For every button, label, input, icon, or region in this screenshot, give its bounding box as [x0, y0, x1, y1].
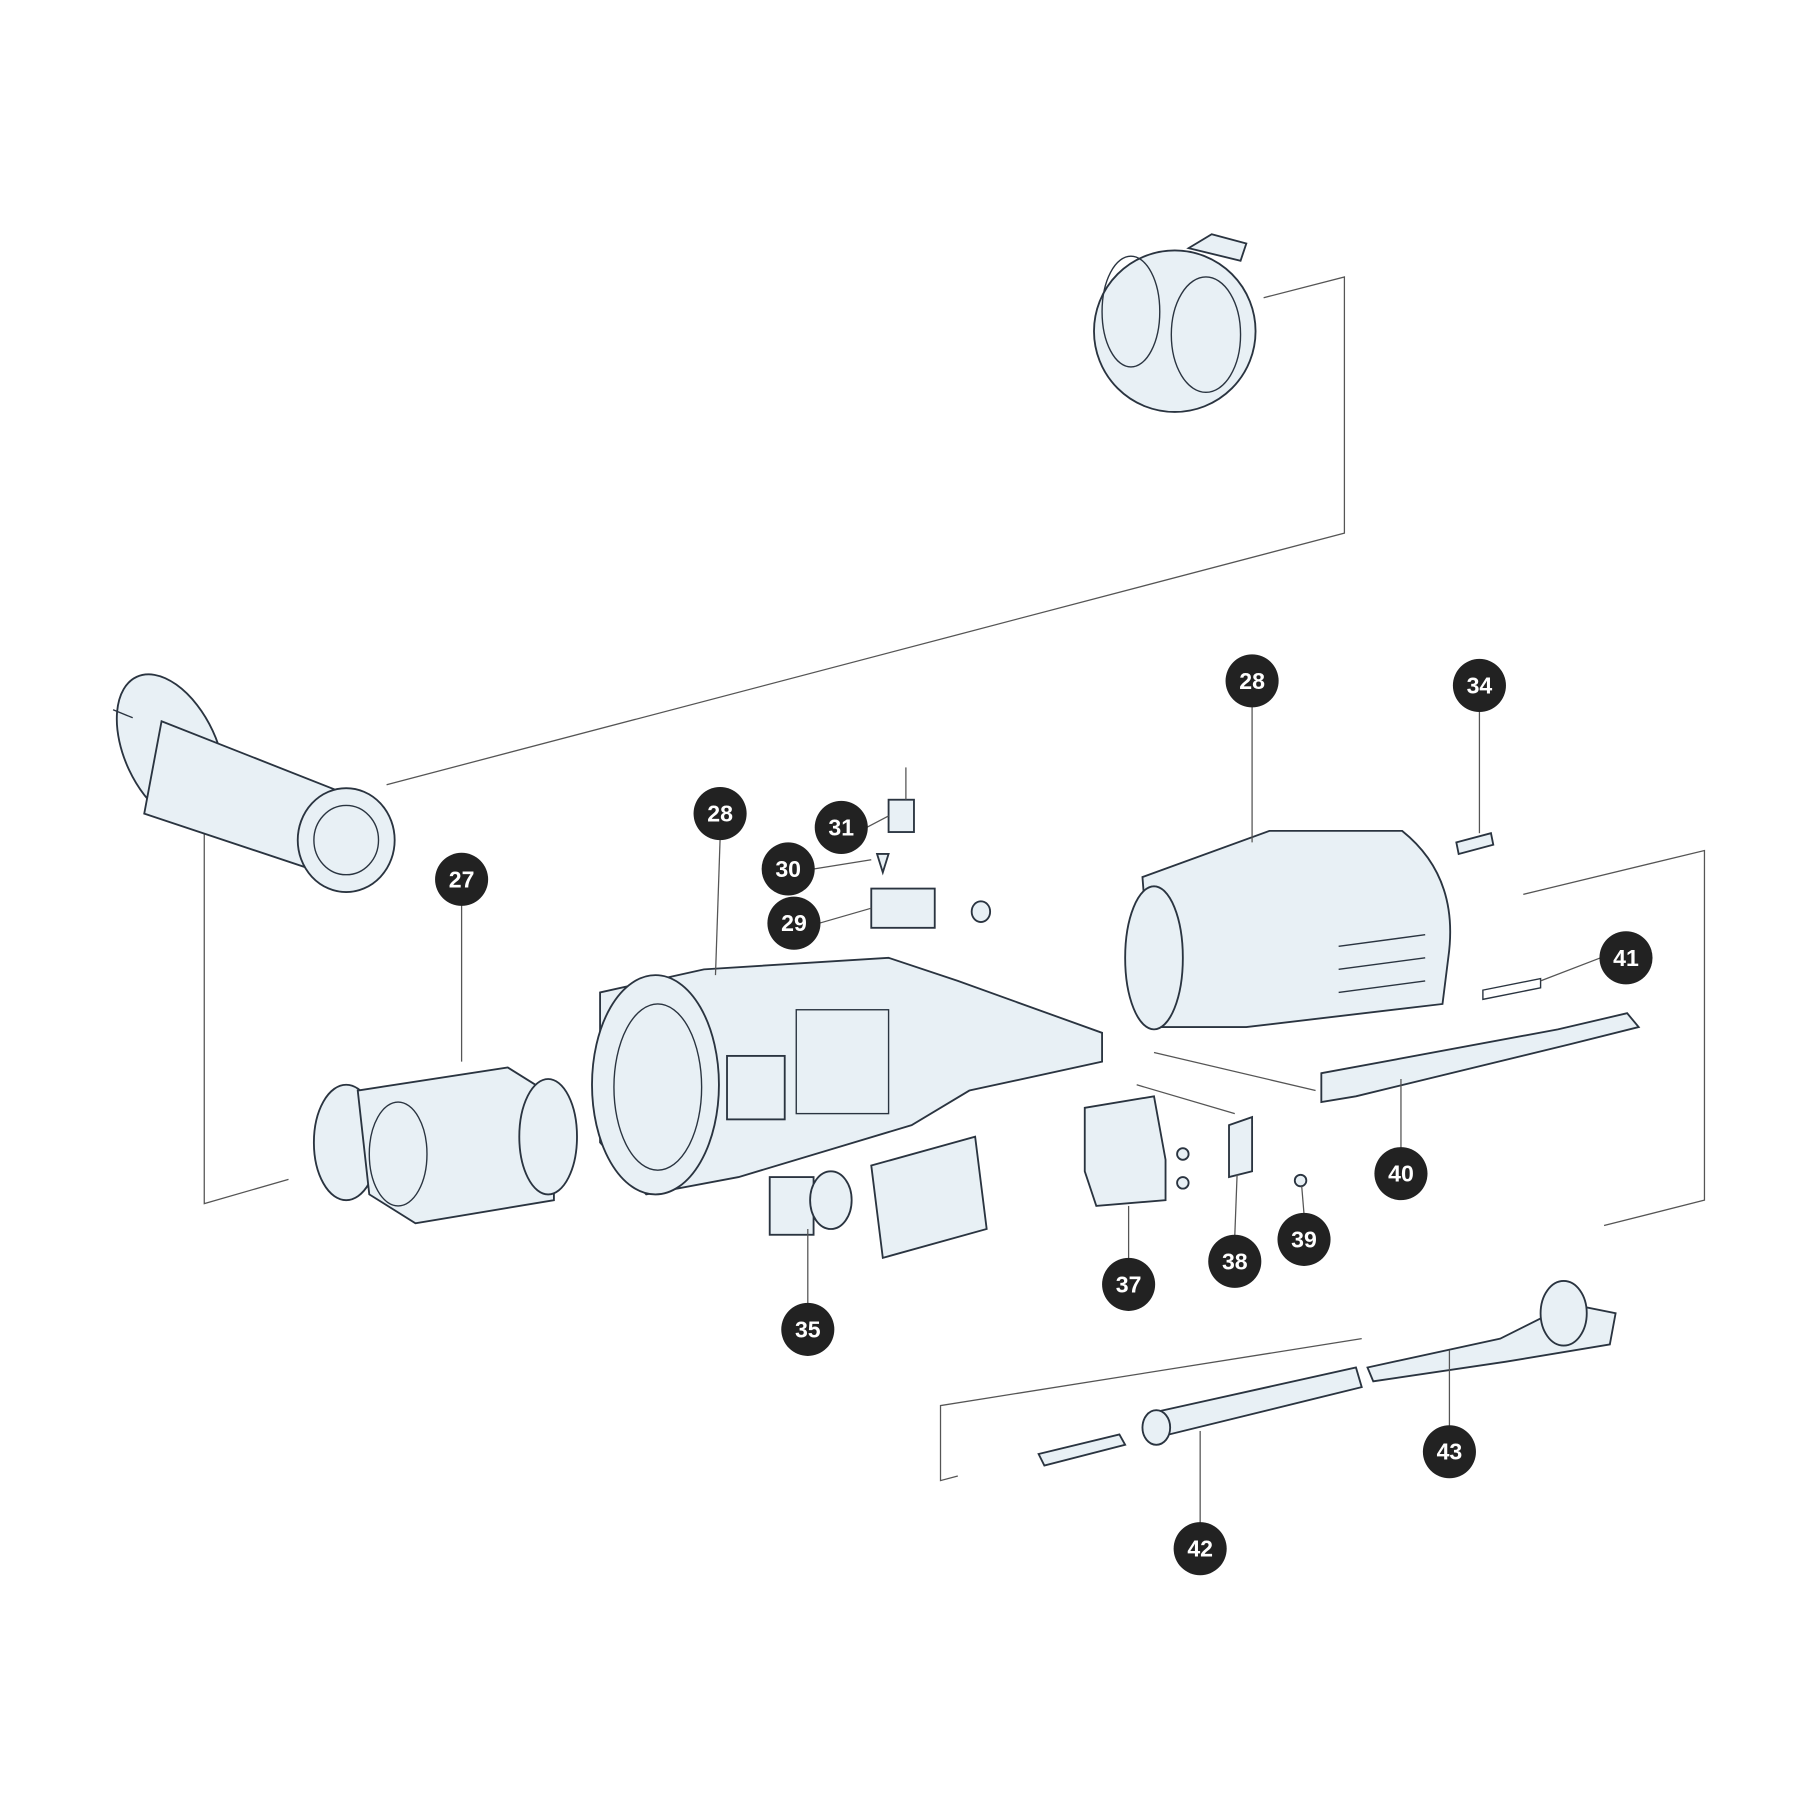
label-plate-part	[870, 1135, 988, 1260]
callout-35: 35	[781, 1302, 835, 1356]
group-frame-cord	[939, 1338, 1362, 1482]
spring-part	[1482, 977, 1542, 1001]
brush-holder-part	[870, 887, 936, 929]
callout-28-housing: 28	[693, 787, 747, 841]
callout-37: 37	[1102, 1257, 1156, 1311]
callout-34: 34	[1452, 658, 1506, 713]
callout-42: 42	[1173, 1522, 1227, 1576]
stator-part	[312, 1066, 578, 1225]
svg-text:28: 28	[707, 801, 733, 827]
washer-part	[970, 900, 992, 923]
group-frame-cap	[386, 276, 1346, 786]
svg-text:39: 39	[1291, 1226, 1317, 1252]
cord-sleeve-small-part	[1037, 1433, 1127, 1467]
callout-28-rear-cover: 28	[1225, 654, 1279, 708]
dust-cap-part	[1093, 233, 1257, 413]
svg-text:31: 31	[828, 814, 854, 840]
svg-text:27: 27	[449, 866, 475, 892]
callout-27: 27	[435, 852, 489, 906]
switch-part	[1083, 1095, 1167, 1207]
cord-sleeve-part	[1146, 1366, 1363, 1438]
screw-34-part	[1455, 832, 1495, 856]
svg-text:37: 37	[1116, 1271, 1142, 1297]
cord-guard-part	[768, 1176, 815, 1236]
motor-housing-part	[591, 956, 1103, 1196]
svg-text:38: 38	[1222, 1248, 1248, 1274]
callout-30: 30	[761, 842, 815, 896]
svg-text:30: 30	[775, 856, 801, 882]
svg-text:29: 29	[781, 910, 807, 936]
group-frame-switch	[1523, 849, 1706, 1227]
svg-text:43: 43	[1437, 1439, 1463, 1465]
rear-cover-part	[1124, 829, 1452, 1031]
svg-text:35: 35	[795, 1316, 821, 1342]
carbon-brush-part	[887, 798, 915, 833]
switch-lever-part	[1320, 1012, 1641, 1104]
callout-43: 43	[1422, 1425, 1476, 1479]
callout-38: 38	[1208, 1234, 1262, 1288]
screw-part	[875, 853, 890, 876]
svg-text:40: 40	[1388, 1161, 1414, 1187]
clamp-part	[1228, 1115, 1254, 1179]
callout-31: 31	[814, 800, 868, 854]
callout-41: 41	[1599, 931, 1653, 985]
svg-text:41: 41	[1613, 945, 1639, 971]
svg-text:28: 28	[1239, 668, 1265, 694]
svg-text:34: 34	[1467, 672, 1493, 698]
callout-40: 40	[1374, 1147, 1428, 1201]
svg-text:42: 42	[1187, 1536, 1213, 1562]
screw-39-part	[1293, 1173, 1308, 1188]
side-handle-part	[112, 673, 396, 893]
callout-29: 29	[767, 896, 821, 950]
group-frame-handle	[203, 824, 289, 1205]
callout-39: 39	[1277, 1212, 1331, 1266]
